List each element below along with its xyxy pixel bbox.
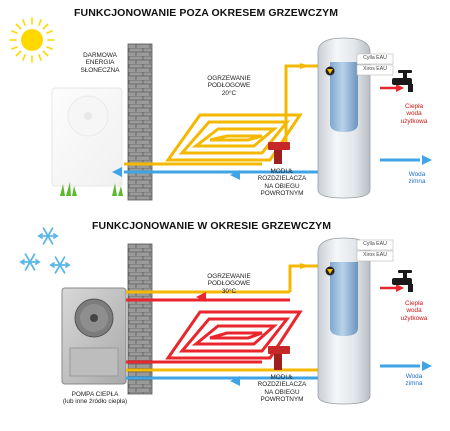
floor-heating-coil [165,310,303,360]
bottom-tank-tag2: Xiros EAU [363,252,387,258]
top-module-line2: ROZDZIELACZA [257,175,307,183]
top-floor-temp: 20°C [221,89,237,97]
cold-pipe [126,364,420,380]
top-hot-line2: woda [406,110,422,118]
top-module-line3: NA OBIEGU [264,182,300,190]
bottom-source-line1: POMPA CIEPŁA [71,391,119,398]
top-source-label: DARMOWA ENERGIA SŁONECZNA [74,52,126,74]
heating-pipe [126,298,290,364]
bottom-module-line4: POWROTNYM [260,396,304,404]
bottom-floor-line1: OGRZEWANIE [207,273,251,280]
manifold-module [268,346,290,370]
top-module-label: MODUŁ ROZDZIELACZA NA OBIEGU POWROTNYM [252,168,312,197]
top-cold-water-label: Woda zimna [402,171,432,186]
top-module-line4: POWROTNYM [260,190,304,198]
cold-pipe [124,158,420,174]
bottom-cold-line1: Woda [405,373,423,380]
floor-heating-coil [165,113,303,162]
top-hot-water-label: Ciepła woda użytkowa [394,103,434,125]
top-floor-line2: PODŁOGOWE [207,82,251,90]
top-module-line1: MODUŁ [270,168,294,175]
sun-icon [9,17,55,63]
bottom-hot-water-label: Ciepła woda użytkowa [394,300,434,322]
bottom-floor-line2: PODŁOGOWE [207,280,251,288]
bottom-cold-water-label: Woda zimna [396,373,432,388]
tap-icon [392,270,413,292]
bottom-tank-tag1: Cylla EAU [363,241,387,247]
heat-pump-unit [61,287,127,385]
flow-arrows [196,263,432,386]
pump-icon [325,266,335,276]
bottom-module-line1: MODUŁ [270,374,294,381]
top-floor-label: OGRZEWANIE PODŁOGOWE 20°C [196,75,262,97]
top-hot-line1: Ciepła [404,103,424,110]
top-floor-line1: OGRZEWANIE [207,75,251,82]
bottom-hot-line3: użytkowa [400,314,428,322]
water-tank [317,37,394,199]
bottom-hot-line1: Ciepła [404,300,424,307]
top-cold-line1: Woda [408,171,426,178]
top-tank-tag2: Xiros EAU [363,66,387,72]
bottom-title: FUNKCJONOWANIE W OKRESIE GRZEWCZYM [92,220,332,232]
grass-icon [60,182,123,196]
top-title: FUNKCJONOWANIE POZA OKRESEM GRZEWCZYM [74,7,339,19]
top-source-line2: ENERGIA [85,59,115,67]
tap-icon [392,70,413,92]
top-hot-line3: użytkowa [400,117,428,125]
bottom-cold-line2: zimna [405,380,423,388]
bottom-module-line3: NA OBIEGU [264,388,300,396]
bottom-source-label: POMPA CIEPŁA (lub inne źródło ciepła) [40,391,150,406]
pump-icon [325,66,335,76]
top-source-line1: DARMOWA [83,52,117,59]
bottom-floor-label: OGRZEWANIE PODŁOGOWE 30°C [196,273,262,295]
bottom-floor-temp: 30°C [221,287,237,295]
bottom-module-label: MODUŁ ROZDZIELACZA NA OBIEGU POWROTNYM [252,374,312,403]
bottom-hot-line2: woda [406,307,422,315]
bottom-module-line2: ROZDZIELACZA [257,381,307,389]
top-source-line3: SŁONECZNA [80,66,120,74]
flow-arrows [112,63,432,180]
brick-wall [127,43,153,201]
top-tank-tag1: Cylla EAU [363,55,387,61]
water-tank [317,237,394,405]
snowflake-icon [19,227,71,274]
bottom-source-line2: (lub inne źródło ciepła) [62,398,128,406]
top-cold-line2: zimna [408,178,426,186]
manifold-module [268,142,290,164]
heat-pump-unit [51,87,123,187]
